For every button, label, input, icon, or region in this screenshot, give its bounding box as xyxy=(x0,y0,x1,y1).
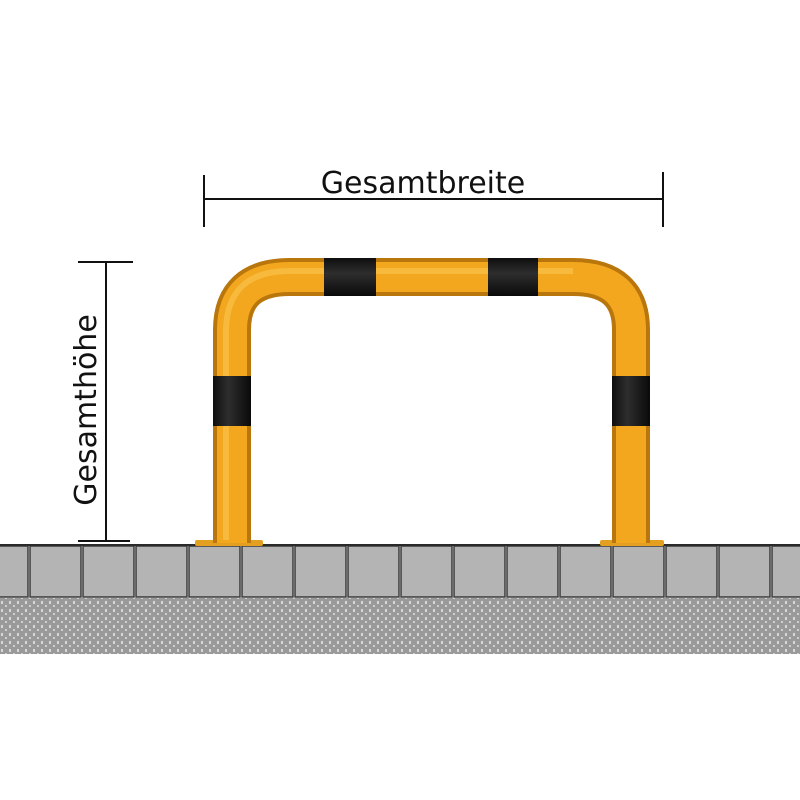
paving-stone xyxy=(29,545,82,598)
stripe-leg-right xyxy=(612,376,650,426)
paving-stone xyxy=(665,545,718,598)
paving-stone xyxy=(400,545,453,598)
paving-stones xyxy=(0,544,800,598)
paving-stone xyxy=(718,545,771,598)
paving-stone xyxy=(135,545,188,598)
paving-stone xyxy=(453,545,506,598)
paving-stone xyxy=(559,545,612,598)
width-dimension: Gesamtbreite xyxy=(203,166,664,227)
paving-stone xyxy=(347,545,400,598)
paving-stone xyxy=(188,545,241,598)
paving-stone xyxy=(241,545,294,598)
total-width-label: Gesamtbreite xyxy=(321,166,525,201)
stripe-leg-left xyxy=(213,376,251,426)
total-height-label: Gesamthöhe xyxy=(69,314,104,506)
gravel-ground xyxy=(0,598,800,654)
height-dimension: Gesamthöhe xyxy=(69,261,133,542)
paving-stone xyxy=(506,545,559,598)
paving-stone xyxy=(0,545,29,598)
paving-stone xyxy=(294,545,347,598)
barrier-tube-highlight xyxy=(217,262,646,543)
paving-stone xyxy=(82,545,135,598)
safety-barrier xyxy=(195,258,664,546)
barrier-tube-shine xyxy=(223,268,573,540)
barrier-tube xyxy=(213,258,650,543)
stripe-top-right xyxy=(488,258,538,296)
stripe-top-left xyxy=(324,258,376,296)
paving-stone xyxy=(771,545,800,598)
paving-stone xyxy=(612,545,665,598)
